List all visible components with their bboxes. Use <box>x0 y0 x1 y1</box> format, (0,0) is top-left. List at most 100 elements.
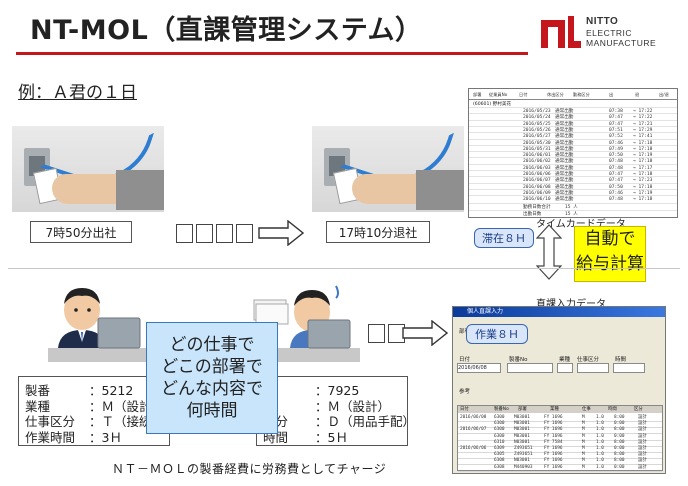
timecard-cell: 2016/06/07 <box>523 178 551 184</box>
page-title: NT-MOL（直課管理システム） <box>30 15 423 46</box>
job-card-row: ：Ｍ（設計） <box>263 396 390 415</box>
timecard-total-value: 15 人 <box>565 211 578 217</box>
timecard-cell: 通常出勤 <box>555 115 574 121</box>
entry-grid-cell: 6300 <box>494 433 505 439</box>
entry-grid-cell: 8:00 <box>614 427 625 433</box>
auto-line-1: 自動で <box>584 229 636 249</box>
date-field[interactable]: 2016/06/08 <box>457 363 501 373</box>
sanko-label: 参考 <box>459 389 471 395</box>
timecard-total-label: 勤務日数合計 <box>523 205 551 210</box>
entry-grid-cell: M440903 <box>514 464 533 470</box>
entry-grid-cell: 1.0 <box>596 446 604 451</box>
entry-grid-cell: 1.0 <box>596 433 604 439</box>
entry-grid-cell: 1.0 <box>596 421 604 427</box>
timecard-cell: 2016/05/26 <box>523 127 551 133</box>
timecard-cell: → 17:18 <box>633 146 653 152</box>
timecard-cell: 07:48 <box>609 159 623 165</box>
job-card-row: 製番：5212 <box>25 380 133 399</box>
brand-line-2: ELECTRIC <box>586 28 633 38</box>
entry-grid-cell: 6300 <box>494 415 505 420</box>
timecard-cell: 2016/06/10 <box>523 197 551 203</box>
timecard-header-cell: 出 <box>609 92 614 97</box>
entry-grid-cell: 設計 <box>638 433 647 439</box>
entry-grid-cell: M03001 <box>514 427 530 433</box>
entry-grid-cell: 0:00 <box>614 464 625 470</box>
entry-grid-cell: 6305 <box>494 452 505 458</box>
timecard-cell: 07:46 <box>609 190 623 196</box>
clock-in-photo <box>12 126 164 212</box>
timecard-cell: → 17:22 <box>633 109 653 114</box>
entry-grid-cell: 1.0 <box>596 452 604 458</box>
entry-grid-header-cell: 仕事 <box>582 407 591 412</box>
callout-line-4: 何時間 <box>186 401 238 421</box>
timecard-cell: 通常出勤 <box>555 190 574 196</box>
entry-grid-cell: 1.0 <box>596 464 604 470</box>
timecard-header-cell: 勤務区分 <box>573 92 590 97</box>
entry-grid-cell: FY 1696 <box>544 427 563 433</box>
entry-grid-header-cell: 日付 <box>460 407 469 412</box>
entry-grid-cell: M <box>582 421 585 427</box>
placeholder-squares <box>176 224 253 243</box>
job-card-row: 作業時間：3Ｈ <box>25 427 122 446</box>
footer-note: ＮＴ－ＭＯＬの製番経費に労務費としてチャージ <box>112 462 387 476</box>
timecard-cell: 通常出勤 <box>555 121 574 127</box>
timecard-cell: 通常出勤 <box>555 153 574 159</box>
entry-grid-cell: 設計 <box>638 446 647 451</box>
entry-grid-cell: 2016/06/07 <box>460 427 487 433</box>
auto-payroll-box: 自動で 給与計算 <box>574 226 646 282</box>
timecard-cell: 2016/06/01 <box>523 153 551 159</box>
arrow-right-icon <box>402 320 448 346</box>
timecard-cell: 07:50 <box>609 153 623 159</box>
timecard-cell: 2016/06/06 <box>523 172 551 177</box>
entry-grid-cell: 6300 <box>494 427 505 433</box>
date-label: 日付 <box>459 357 471 363</box>
timecard-cell: → 17:18 <box>633 172 653 177</box>
seiban-label: 製番No <box>509 357 528 363</box>
timecard-cell: 通常出勤 <box>555 134 574 140</box>
seiban-field[interactable] <box>507 363 553 373</box>
title-underline <box>16 52 528 55</box>
arrow-right-icon <box>258 220 304 246</box>
clock-in-caption: 7時50分出社 <box>30 221 132 243</box>
entry-grid-cell: 6308 <box>494 458 505 464</box>
stay-hours-badge: 滞在８Ｈ <box>474 228 534 248</box>
timecard-header-cell: 休出区分 <box>547 92 564 97</box>
entry-grid-cell: 1.0 <box>596 439 604 445</box>
entry-grid-cell: 2016/06/08 <box>460 415 487 420</box>
timecard-cell: 2016/05/30 <box>523 140 551 146</box>
shigoto-field[interactable] <box>577 363 609 373</box>
entry-grid-cell: M <box>582 464 585 470</box>
job-card-label: 作業時間 <box>25 429 76 445</box>
entry-grid-cell: 0:00 <box>614 446 625 451</box>
timecard-header-cell: 部署 <box>473 92 482 97</box>
job-card-value: ：Ｍ（設計） <box>89 398 165 414</box>
entry-grid-cell: M <box>582 427 585 433</box>
timecard-cell: 通常出勤 <box>555 197 574 203</box>
gyoshu-field[interactable] <box>557 363 573 373</box>
timecard-cell: 通常出勤 <box>555 172 574 177</box>
timecard-cell: 07:48 <box>609 165 623 171</box>
job-card-value: ：Ｄ（用品手配） <box>315 414 416 429</box>
jikan-field[interactable] <box>613 363 645 373</box>
job-card-value: ：5Ｈ <box>315 429 348 445</box>
callout-line-2: どこの部署で <box>161 357 263 377</box>
timecard-cell: 07:47 <box>609 178 623 184</box>
timecard-cell: 通常出勤 <box>555 127 574 133</box>
timecard-cell: 2016/05/27 <box>523 134 551 140</box>
entry-form-window: 個人直課入力 部署名 日付 2016/06/08 製番No 業種 仕事区分 時間… <box>452 306 666 474</box>
entry-grid-cell: M <box>582 446 585 451</box>
job-card-value: ：7925 <box>315 383 360 398</box>
entry-grid-cell: 0:00 <box>614 421 625 427</box>
job-card-row: 業種：Ｍ（設計） <box>25 396 164 415</box>
timecard-header-cell: 日付 <box>519 92 528 97</box>
entry-grid-cell: M <box>582 452 585 458</box>
